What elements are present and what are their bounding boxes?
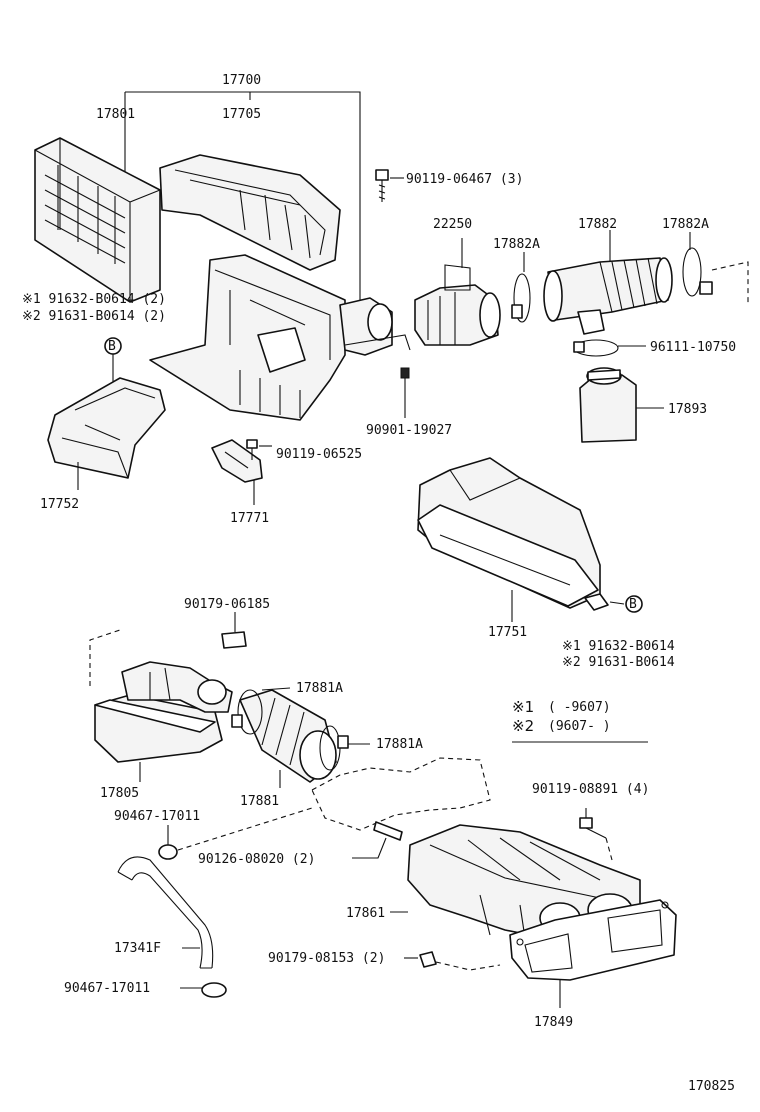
label-90179-06185: 90179-06185 <box>184 597 270 612</box>
note-1-bottom: ※1 91632-B0614 <box>562 639 675 654</box>
dashed-reference-line <box>89 629 121 686</box>
legend-1-range: ( -9607) <box>548 700 611 715</box>
note-2-top: ※2 91631-B0614 (2) <box>22 309 166 324</box>
legend-1-mark: ※1 <box>512 698 534 716</box>
label-17881a-bottom: 17881A <box>376 737 423 752</box>
label-17751: 17751 <box>488 625 527 640</box>
hose-clamp-90467-17011-bottom <box>180 982 227 998</box>
bracket-17771 <box>211 439 263 505</box>
label-17882a-right: 17882A <box>662 217 709 232</box>
air-inlet-17751 <box>417 457 625 622</box>
label-17882a-left: 17882A <box>493 237 540 252</box>
marker-b-top-label: B <box>108 339 116 354</box>
label-17801: 17801 <box>96 107 135 122</box>
label-17893: 17893 <box>668 402 707 417</box>
resonator-17893 <box>579 367 664 443</box>
bolt-90901-19027 <box>400 367 410 418</box>
label-90119-06467: 90119-06467 (3) <box>406 172 523 187</box>
label-96111-10750: 96111-10750 <box>650 340 736 355</box>
label-22250: 22250 <box>433 217 472 232</box>
dashed-chamber-outline <box>311 757 491 831</box>
bolt-90119-06525 <box>246 439 272 460</box>
hose-clamp-17882a-left <box>511 252 531 323</box>
air-filter-element-17801 <box>34 137 161 303</box>
air-cleaner-case <box>149 254 411 421</box>
nut-90179-08153 <box>404 951 501 971</box>
hose-clamp-90467-17011-top <box>158 807 313 860</box>
hose-17341f <box>117 856 214 969</box>
intake-hose-17881 <box>239 689 337 788</box>
hose-clamp-17881a-bottom <box>319 725 370 771</box>
marker-b-top <box>104 337 122 385</box>
bolt-90119-08891 <box>579 808 613 861</box>
bolt-90119-06467 <box>375 169 404 202</box>
label-17805: 17805 <box>100 786 139 801</box>
label-17861: 17861 <box>346 906 385 921</box>
label-90119-08891: 90119-08891 (4) <box>532 782 649 797</box>
label-90467-17011-top: 90467-17011 <box>114 809 200 824</box>
stud-90126-08020 <box>352 821 403 859</box>
label-90901-19027: 90901-19027 <box>366 423 452 438</box>
gasket-17849 <box>509 899 677 1008</box>
note-1-top: ※1 91632-B0614 (2) <box>22 292 166 307</box>
marker-b-bottom <box>625 595 643 613</box>
label-17752: 17752 <box>40 497 79 512</box>
label-17882: 17882 <box>578 217 617 232</box>
label-90126-08020: 90126-08020 (2) <box>198 852 315 867</box>
label-17849: 17849 <box>534 1015 573 1030</box>
marker-b-bottom-label: B <box>629 597 637 612</box>
hose-clamp-17881a-top <box>231 687 291 735</box>
legend-2-range: (9607- ) <box>548 719 611 734</box>
note-2-bottom: ※2 91631-B0614 <box>562 655 675 670</box>
clip-90179-06185 <box>221 612 247 649</box>
label-90467-17011-bottom: 90467-17011 <box>64 981 150 996</box>
air-hose-17882 <box>543 230 673 335</box>
label-17705: 17705 <box>222 107 261 122</box>
air-duct-17752 <box>47 377 166 490</box>
label-90179-08153: 90179-08153 (2) <box>268 951 385 966</box>
label-17341f: 17341F <box>114 941 161 956</box>
legend-2-mark: ※2 <box>512 717 534 735</box>
air-cleaner-cover-17705 <box>159 154 341 271</box>
hose-clamp-96111-10750 <box>573 339 646 357</box>
label-17881a-top: 17881A <box>296 681 343 696</box>
diagram-code: 170825 <box>688 1079 735 1094</box>
air-flow-meter-22250 <box>414 238 501 346</box>
air-chamber-17805 <box>94 661 233 782</box>
label-17771: 17771 <box>230 511 269 526</box>
hose-clamp-17882a-right <box>682 232 749 305</box>
label-17881: 17881 <box>240 794 279 809</box>
label-90119-06525: 90119-06525 <box>276 447 362 462</box>
label-17700: 17700 <box>222 73 261 88</box>
